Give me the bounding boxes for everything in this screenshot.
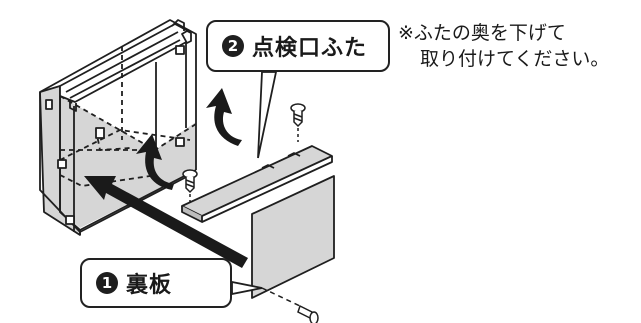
installation-note: ※ふたの奥を下げて 取り付けてください。 [398,20,609,72]
screw-icon [182,169,198,206]
callout-inspection-lid: 2 点検口ふた [206,20,390,72]
screw-icon [261,287,319,323]
lid-curved-arrows [136,88,242,190]
panel-leader [231,280,263,296]
back-opening-area [60,96,196,228]
callout-back-panel: 1 裏板 [80,258,232,308]
insert-arrow [84,176,248,268]
note-line-2: 取り付けてください。 [420,48,610,70]
arrow-icon [84,176,248,268]
leader-lines [231,71,278,296]
callout-label-inspection-lid: 点検口ふた [252,36,368,61]
callout-number-2: 2 [222,35,244,57]
note-mark: ※ [398,22,414,44]
inspection-lid [181,145,333,223]
curved-arrow-icon [136,134,174,190]
callout-number-1: 1 [96,272,118,294]
curved-arrow-icon [206,88,242,146]
unit-frame [39,19,197,236]
screws [182,103,319,323]
callout-label-back-panel: 裏板 [126,273,173,298]
lid-leader [257,71,278,159]
screw-icon [290,103,306,142]
back-panel [251,175,335,299]
note-line-1: ふたの奥を下げて [413,22,566,44]
